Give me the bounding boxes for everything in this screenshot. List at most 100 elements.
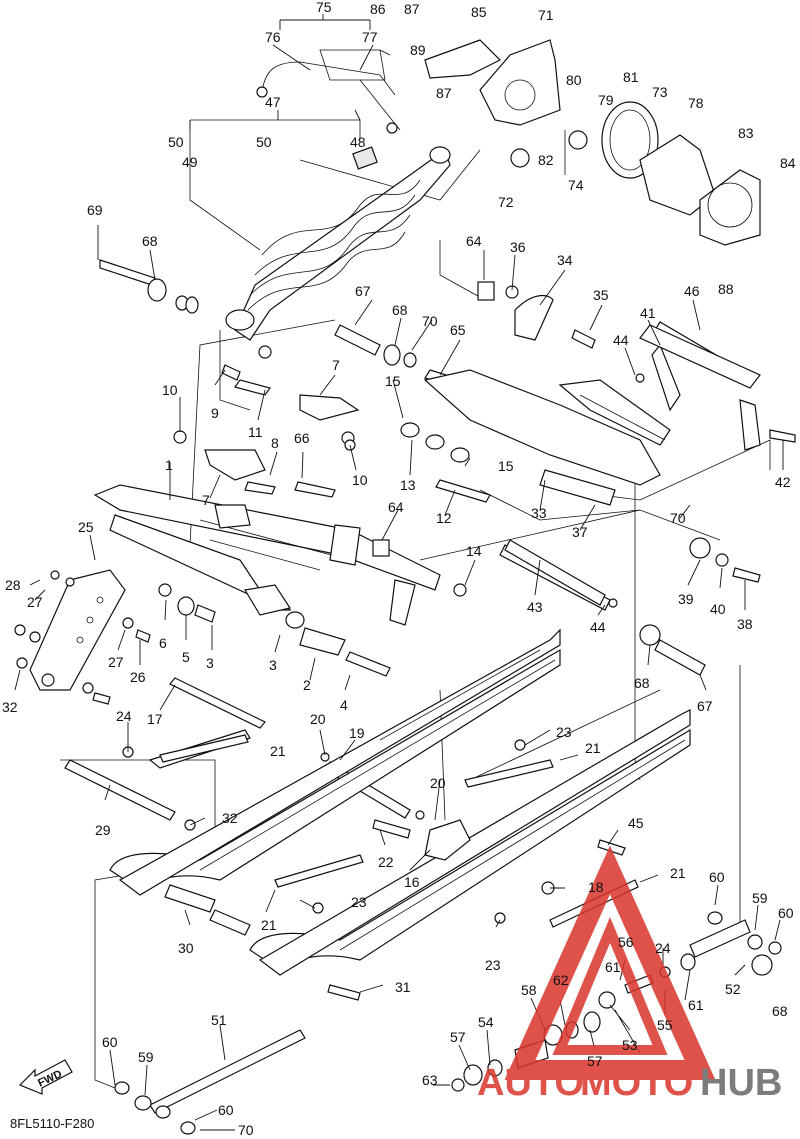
callout-29: 29 — [95, 822, 111, 838]
callout-57: 57 — [450, 1029, 466, 1045]
callout-87-b: 87 — [436, 85, 452, 101]
callout-64-b: 64 — [388, 499, 404, 515]
watermark-moto: MOTO — [580, 1062, 693, 1104]
callout-67-b: 67 — [697, 698, 713, 714]
watermark-auto: AUTO — [477, 1062, 584, 1104]
callout-45: 45 — [628, 815, 644, 831]
callout-36: 36 — [510, 239, 526, 255]
chain-case-cover — [424, 39, 761, 246]
callout-9: 9 — [211, 405, 219, 421]
callout-12: 12 — [436, 510, 452, 526]
callout-60-c: 60 — [102, 1034, 118, 1050]
callout-62: 62 — [553, 972, 569, 988]
callout-78: 78 — [688, 95, 704, 111]
callout-48: 48 — [350, 134, 366, 150]
callout-64: 64 — [466, 233, 482, 249]
callout-20-b: 20 — [430, 775, 446, 791]
callout-68: 68 — [142, 233, 158, 249]
callout-24-b: 24 — [655, 940, 671, 956]
callout-49: 49 — [182, 154, 198, 170]
watermark-hub: HUB — [700, 1062, 782, 1104]
callout-6: 6 — [159, 635, 167, 651]
rear-shock-absorber — [225, 146, 451, 341]
callout-13: 13 — [400, 477, 416, 493]
callout-23-c: 23 — [485, 957, 501, 973]
callout-89: 89 — [410, 42, 426, 58]
callout-5: 5 — [182, 649, 190, 665]
callout-33: 33 — [531, 505, 547, 521]
callout-21-d: 21 — [261, 917, 277, 933]
callout-7: 7 — [332, 357, 340, 373]
callout-68-c: 68 — [634, 675, 650, 691]
callout-25: 25 — [78, 519, 94, 535]
callout-15: 15 — [385, 373, 401, 389]
callout-4: 4 — [340, 697, 348, 713]
fwd-arrow-icon: FWD — [18, 1059, 73, 1095]
callout-77: 77 — [362, 29, 378, 45]
callout-17: 17 — [147, 711, 163, 727]
reservoir-hose — [256, 49, 401, 134]
callout-63: 63 — [422, 1072, 438, 1088]
callout-10: 10 — [162, 382, 178, 398]
callout-22: 22 — [378, 854, 394, 870]
callout-15-b: 15 — [498, 458, 514, 474]
callout-75: 75 — [316, 0, 332, 15]
callout-86: 86 — [370, 1, 386, 17]
callout-65: 65 — [450, 322, 466, 338]
callout-16: 16 — [404, 874, 420, 890]
callout-84: 84 — [780, 155, 796, 171]
callout-60-d: 60 — [218, 1102, 234, 1118]
callout-80: 80 — [566, 72, 582, 88]
callout-30: 30 — [178, 940, 194, 956]
callout-59-b: 59 — [138, 1049, 154, 1065]
callout-52: 52 — [725, 981, 741, 997]
callout-69: 69 — [87, 202, 103, 218]
callout-76: 76 — [265, 29, 281, 45]
callout-34: 34 — [557, 252, 573, 268]
callout-81: 81 — [623, 69, 639, 85]
callout-38: 38 — [737, 616, 753, 632]
callout-21-c: 21 — [670, 865, 686, 881]
callout-19: 19 — [349, 725, 365, 741]
callout-24: 24 — [116, 708, 132, 724]
callout-26: 26 — [130, 669, 146, 685]
callout-21: 21 — [270, 743, 286, 759]
callout-44: 44 — [613, 332, 629, 348]
callout-10-b: 10 — [352, 472, 368, 488]
callout-11: 11 — [248, 424, 263, 440]
callout-55: 55 — [657, 1017, 673, 1033]
rear-axle-assembly — [114, 911, 782, 1135]
callout-35: 35 — [593, 287, 609, 303]
callout-79: 79 — [598, 92, 614, 108]
bolts-and-collars-mid — [99, 259, 796, 503]
callout-39: 39 — [678, 591, 694, 607]
callout-70-c: 70 — [238, 1122, 254, 1138]
callout-2: 2 — [303, 677, 311, 693]
callout-21-b: 21 — [585, 740, 601, 756]
callout-53: 53 — [622, 1037, 638, 1053]
callout-23: 23 — [556, 724, 572, 740]
callout-28: 28 — [5, 577, 21, 593]
callout-27: 27 — [27, 594, 43, 610]
callout-71: 71 — [538, 7, 554, 23]
diagram-code: 8FL5110-F280 — [10, 1116, 94, 1131]
callout-88: 88 — [718, 281, 734, 297]
callout-66: 66 — [294, 430, 310, 446]
callout-32-b: 32 — [222, 810, 238, 826]
callout-3: 3 — [206, 655, 214, 671]
callout-54: 54 — [478, 1014, 494, 1030]
callout-23-b: 23 — [351, 894, 367, 910]
callout-44-b: 44 — [590, 619, 606, 635]
callout-46: 46 — [684, 283, 700, 299]
callout-72: 72 — [498, 194, 514, 210]
callout-60-b: 60 — [778, 905, 794, 921]
automotohub-watermark: AUTO MOTO HUB — [477, 845, 782, 1104]
callout-68-d: 68 — [772, 1003, 788, 1019]
callout-73: 73 — [652, 84, 668, 100]
callout-14: 14 — [466, 543, 482, 559]
callout-3-b: 3 — [269, 657, 277, 673]
callout-37: 37 — [572, 524, 588, 540]
callout-40: 40 — [710, 601, 726, 617]
